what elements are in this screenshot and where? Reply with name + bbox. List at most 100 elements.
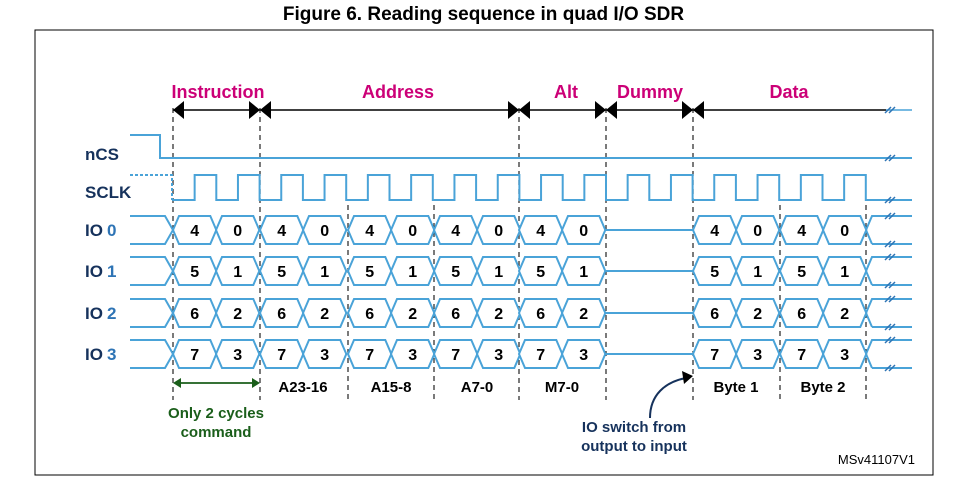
io-bit-value: 7: [451, 347, 460, 364]
io-bit-value: 0: [233, 223, 242, 240]
phase-label-alt: Alt: [554, 82, 578, 102]
arrowhead: [595, 101, 606, 119]
break-mark: [884, 295, 896, 303]
arrowhead: [249, 101, 260, 119]
io-bit-value: 0: [579, 223, 588, 240]
switch-arrowhead: [682, 371, 693, 384]
io-bit-value: 2: [579, 306, 588, 323]
io-label-number: 2: [107, 304, 116, 323]
io-bit-cell: [301, 215, 348, 245]
arrowhead: [682, 101, 693, 119]
io-label-number: 3: [107, 345, 116, 364]
io-bit-value: 6: [365, 306, 374, 323]
io-bit-cell: [301, 298, 348, 328]
switch-note-line1: IO switch from: [582, 419, 686, 436]
io-bit-value: 2: [494, 306, 503, 323]
io-bit-value: 3: [753, 347, 762, 364]
instruction-note: Only 2 cycles command: [168, 405, 264, 441]
io-bit-value: 4: [190, 223, 199, 240]
switch-note-line2: output to input: [581, 438, 687, 455]
io-label-prefix: IO: [85, 262, 103, 281]
io-bit-value: 5: [797, 264, 806, 281]
io-lead: [130, 339, 175, 369]
phase-label-data: Data: [769, 82, 809, 102]
io-bit-value: 1: [408, 264, 417, 281]
instruction-span-head: [252, 378, 260, 388]
io-bit-value: 7: [710, 347, 719, 364]
arrowhead: [173, 101, 184, 119]
phase-labels: Instruction Address Alt Dummy Data: [172, 82, 810, 102]
io-bit-value: 1: [320, 264, 329, 281]
io-bit-value: 5: [710, 264, 719, 281]
io-bit-value: 7: [277, 347, 286, 364]
io-bit-value: 6: [710, 306, 719, 323]
phase-label-instruction: Instruction: [172, 82, 265, 102]
io-bit-value: 5: [277, 264, 286, 281]
io-tail: [865, 339, 912, 369]
io-bit-value: 7: [536, 347, 545, 364]
signal-labels: nCS SCLK: [85, 145, 132, 202]
io-bit-value: 1: [840, 264, 849, 281]
sclk-dotted-lead: [130, 174, 173, 200]
io-bit-value: 0: [408, 223, 417, 240]
io-bit-value: 6: [797, 306, 806, 323]
io-bit-value: 2: [840, 306, 849, 323]
io-bit-value: 4: [451, 223, 460, 240]
io-bit-value: 2: [233, 306, 242, 323]
io-bit-value: 0: [840, 223, 849, 240]
instruction-span-head: [173, 378, 181, 388]
io-label-prefix: IO: [85, 304, 103, 323]
io-lead: [130, 298, 175, 328]
arrowhead: [508, 101, 519, 119]
io-bit-cell: [560, 339, 607, 369]
io-bit-value: 1: [233, 264, 242, 281]
break-mark: [884, 336, 896, 344]
instruction-note-line1: Only 2 cycles: [168, 405, 264, 422]
io-bit-value: 5: [365, 264, 374, 281]
io-bit-value: 6: [277, 306, 286, 323]
io-bit-value: 7: [190, 347, 199, 364]
io-bit-value: 7: [797, 347, 806, 364]
io-bit-value: 3: [233, 347, 242, 364]
arrowhead: [693, 101, 704, 119]
io-bit-cell: [301, 339, 348, 369]
io-bit-value: 1: [579, 264, 588, 281]
io-lead: [130, 256, 175, 286]
io-bit-value: 4: [797, 223, 806, 240]
io-bit-cell: [560, 298, 607, 328]
io-label-prefix: IO: [85, 221, 103, 240]
bottom-label-4: Byte 1: [713, 379, 758, 396]
arrowhead: [606, 101, 617, 119]
io-bit-value: 1: [494, 264, 503, 281]
io-bit-value: 2: [408, 306, 417, 323]
break-mark: [884, 196, 896, 204]
break-mark: [884, 212, 896, 220]
break-mark: [884, 253, 896, 261]
io-lead: [130, 215, 175, 245]
switch-arrow-curve: [649, 377, 687, 419]
io-bit-value: 4: [365, 223, 374, 240]
phase-label-address: Address: [362, 82, 434, 102]
figure-code: MSv41107V1: [837, 452, 915, 467]
io-bit-value: 3: [840, 347, 849, 364]
io-bit-value: 2: [320, 306, 329, 323]
io-bit-value: 3: [494, 347, 503, 364]
figure-title: Figure 6. Reading sequence in quad I/O S…: [282, 4, 685, 25]
io-tail: [865, 215, 912, 245]
io-bit-value: 4: [710, 223, 719, 240]
break-mark: [884, 281, 896, 289]
phase-label-dummy: Dummy: [617, 82, 683, 102]
bottom-label-3: M7-0: [545, 379, 579, 396]
io-bit-value: 7: [365, 347, 374, 364]
bottom-label-2: A7-0: [461, 379, 494, 396]
arrowhead: [260, 101, 271, 119]
io-bit-cell: [301, 256, 348, 286]
